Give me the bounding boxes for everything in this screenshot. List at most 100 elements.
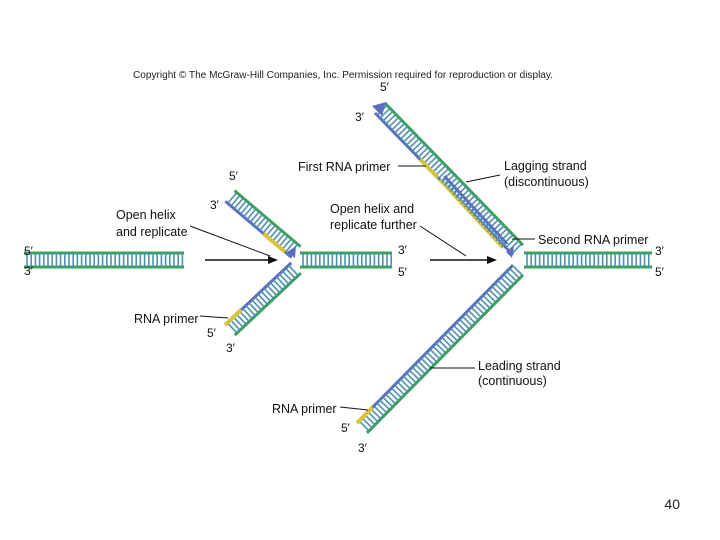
label-second-rna-primer: Second RNA primer	[538, 233, 648, 247]
fork2-upper-okazaki-base-pair	[498, 239, 504, 245]
fork1-upper-strand-b	[233, 189, 302, 248]
fork2-lower-base-pair	[467, 309, 479, 321]
label-rna-primer-bottom: RNA primer	[272, 402, 337, 416]
fork2-upper-base-pair	[426, 155, 438, 167]
fork2-lower-base-pair	[385, 393, 397, 405]
fork2-lower-base-pair	[444, 333, 456, 345]
fork2-upper-base-pair	[487, 219, 499, 231]
fork2-upper-base-pair	[473, 204, 485, 215]
fork2-upper-base-pair	[476, 207, 488, 219]
fork2-upper-okazaki-strand-b	[443, 174, 509, 245]
fork2-lower-base-pair	[376, 402, 388, 414]
fork2-lower-base-pair	[488, 288, 500, 300]
fork1-upper-base-pair	[239, 202, 251, 215]
fork2-upper-base-pair	[423, 152, 435, 164]
fork2-upper-okazaki-base-pair	[466, 205, 473, 211]
fork1-lower-base-pair	[272, 279, 284, 291]
fork1-lower-rna-primer	[223, 308, 243, 327]
fork1-lower-base-pair	[269, 282, 281, 294]
fork1-lower-base-pair	[263, 287, 275, 300]
slide-number: 40	[664, 496, 680, 512]
fork2-lower-base-pair	[379, 399, 391, 411]
label-rna-primer-left: RNA primer	[134, 312, 199, 326]
fork1-upper-base-pair	[271, 230, 283, 242]
fork2-lower-base-pair	[411, 366, 423, 378]
fork1-upper-base-pair	[262, 221, 273, 234]
fork1-lower-base-pair	[248, 302, 259, 314]
fork2-upper-base-pair	[467, 198, 479, 209]
end-markers: 5′ 3′ 5′ 3′ 3′ 5′ 5′ 3′ 5′ 3′ 3′ 5′ 5′ 3…	[24, 80, 665, 455]
dna-strands	[24, 102, 652, 434]
label-open-helix-2: and replicate	[116, 225, 188, 239]
fork2-upper-rna-primer	[418, 158, 440, 179]
fork1-lower-base-pair	[245, 305, 256, 317]
leader-primer-left	[199, 315, 229, 319]
fork2-upper-base-pair	[414, 143, 426, 155]
fork2-lower-base-pair	[426, 351, 438, 363]
fork2-upper-okazaki-base-pair	[441, 177, 447, 183]
fork2-lower-base-pair	[452, 324, 465, 336]
process-arrow-2-head	[487, 256, 497, 264]
fork2-upper-base-pair	[452, 183, 464, 194]
fork2-lower-base-pair	[479, 297, 491, 309]
leader-open-helix	[189, 225, 271, 257]
fork1-upper-base-pair	[227, 192, 238, 204]
fork1-lower-base-pair	[235, 313, 247, 325]
fork1-upper-base-pair	[249, 211, 260, 223]
fork1-lower-base-pair	[229, 319, 241, 331]
end-3-fork2-bottom: 3′	[358, 441, 368, 455]
fork2-lower-base-pair	[509, 267, 521, 279]
fork2-upper-okazaki-base-pair	[455, 192, 462, 199]
growth-arrow-second-primer	[506, 246, 514, 258]
fork2-lower-base-pair	[367, 411, 379, 423]
fork2-upper-okazaki-base-pair	[444, 180, 450, 186]
fork2-lower-base-pair	[458, 318, 470, 330]
end-5-fork2-right: 5′	[655, 265, 665, 279]
fork1-upper-base-pair	[259, 219, 270, 231]
fork2-upper-okazaki-base-pair	[484, 223, 490, 230]
labels: Open helix and replicate RNA primer Firs…	[116, 159, 648, 416]
label-open-further-1: Open helix and	[330, 202, 414, 216]
fork2-lower-base-pair	[393, 384, 406, 396]
end-3-fork1-right: 3′	[398, 243, 408, 257]
fork2-upper-base-pair	[402, 131, 415, 143]
fork2-lower-base-pair	[485, 291, 497, 303]
label-leading-2: (continuous)	[478, 374, 547, 388]
fork1-upper-base-pair	[281, 238, 292, 250]
fork2-lower-base-pair	[447, 330, 459, 342]
fork2-upper-base-pair	[408, 137, 420, 149]
fork2-upper-base-pair	[417, 146, 429, 158]
fork2-lower-base-pair	[364, 414, 376, 426]
fork2-upper-strand-b	[383, 102, 525, 247]
fork2-upper-base-pair	[420, 149, 432, 161]
fork1-lower-base-pair	[251, 299, 263, 311]
fork2-upper-base-pair	[449, 179, 461, 191]
fork2-upper-base-pair	[461, 192, 473, 203]
fork2-lower-base-pair	[473, 303, 485, 315]
fork2-lower-base-pair	[438, 339, 450, 351]
fork2-lower-base-pair	[497, 279, 509, 291]
fork2-lower-base-pair	[461, 315, 473, 327]
fork2-upper-base-pair	[470, 201, 482, 212]
fork1-upper-base-pair	[284, 240, 296, 253]
fork2-upper-base-pair	[464, 195, 476, 206]
fork2-upper-okazaki-base-pair	[489, 229, 496, 236]
fork2-lower-base-pair	[402, 375, 414, 387]
fork2-upper-okazaki-base-pair	[478, 217, 484, 223]
fork1-upper-base-pair	[252, 213, 264, 226]
fork2-upper-okazaki-base-pair	[452, 189, 459, 196]
fork2-upper-okazaki-base-pair	[481, 220, 487, 226]
leader-open-further	[419, 225, 467, 257]
fork1-lower-base-pair	[275, 276, 287, 288]
fork2-upper-base-pair	[511, 243, 523, 255]
leader-lagging	[465, 174, 501, 183]
label-lagging-1: Lagging strand	[504, 159, 587, 173]
fork1-upper-base-pair	[230, 194, 241, 207]
fork2-lower-base-pair	[494, 282, 506, 294]
fork2-lower-base-pair	[373, 405, 385, 417]
fork1-upper-base-pair	[275, 232, 286, 245]
fork1-lower-base-pair	[232, 316, 244, 328]
fork2-lower-base-pair	[470, 306, 482, 318]
